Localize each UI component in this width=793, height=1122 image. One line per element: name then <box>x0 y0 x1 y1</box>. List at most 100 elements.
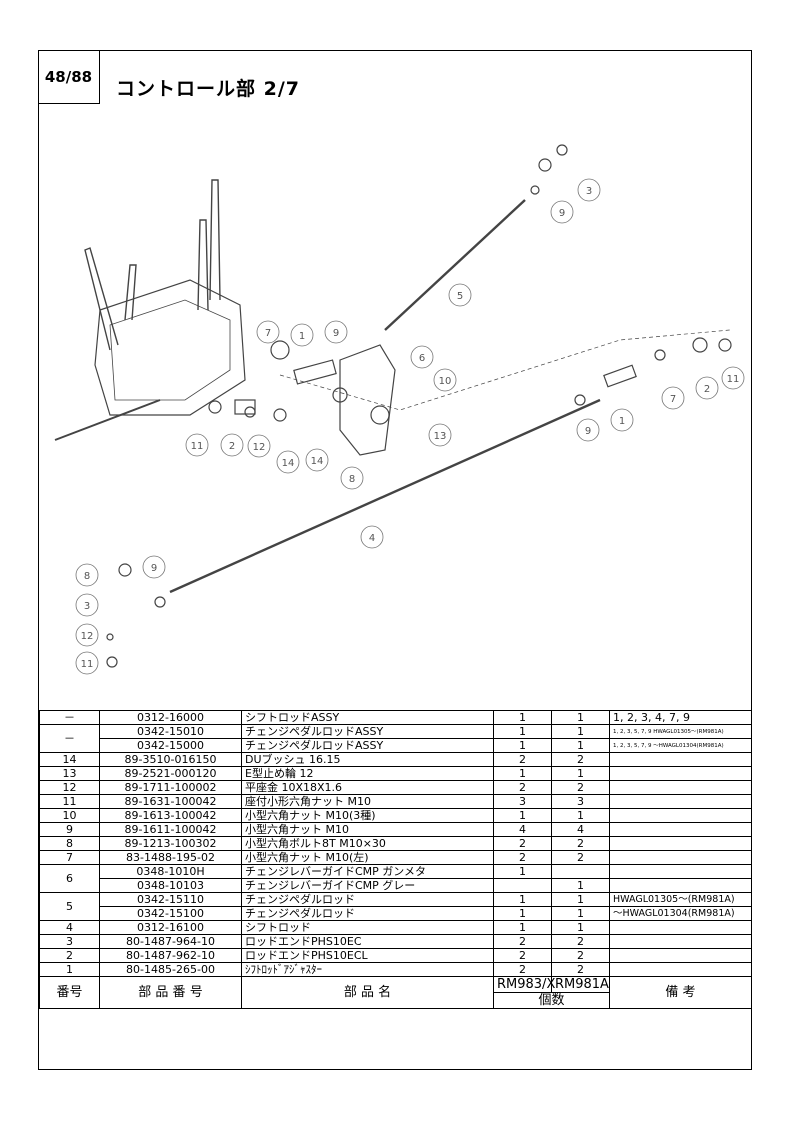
table-cell <box>609 962 752 977</box>
svg-text:4: 4 <box>369 533 375 544</box>
table-cell <box>609 948 752 963</box>
table-cell: 89-1631-100042 <box>99 794 242 809</box>
header-qty-col1: RM983/X <box>493 976 555 993</box>
table-cell: 1 <box>493 808 552 823</box>
table-cell: 0348-10103 <box>99 878 242 893</box>
table-cell: 1 <box>551 738 610 753</box>
header-qty-col2: RM981A <box>551 976 610 993</box>
table-cell: 1 <box>493 864 552 879</box>
table-cell <box>609 850 752 865</box>
callout-10: 10 <box>433 368 457 392</box>
table-cell: 80-1487-964-10 <box>99 934 242 949</box>
svg-text:12: 12 <box>81 631 94 642</box>
svg-text:3: 3 <box>586 186 592 197</box>
table-cell: 89-1611-100042 <box>99 822 242 837</box>
table-cell: 2 <box>551 948 610 963</box>
table-cell: 11 <box>39 794 100 809</box>
table-cell: 1 <box>551 724 610 739</box>
table-cell: 12 <box>39 780 100 795</box>
svg-text:8: 8 <box>349 474 355 485</box>
table-cell <box>609 836 752 851</box>
svg-text:9: 9 <box>559 208 565 219</box>
table-cell: 小型六角ナット M10 <box>241 822 494 837</box>
callout-9-c: 9 <box>576 418 600 442</box>
table-cell: 3 <box>39 934 100 949</box>
table-cell: 0342-15000 <box>99 738 242 753</box>
table-cell <box>609 780 752 795</box>
callout-12-b: 12 <box>75 623 99 647</box>
table-cell: 2 <box>551 752 610 767</box>
svg-text:11: 11 <box>727 374 740 385</box>
table-cell: 89-3510-016150 <box>99 752 242 767</box>
table-cell: 2 <box>551 836 610 851</box>
table-cell: 4 <box>551 822 610 837</box>
table-cell: ロッドエンドPHS10ECL <box>241 948 494 963</box>
table-cell: シフトロッドASSY <box>241 710 494 725</box>
table-cell <box>609 766 752 781</box>
callout-12-a: 12 <box>247 434 271 458</box>
callout-5: 5 <box>448 283 472 307</box>
table-cell: 平座金 10X18X1.6 <box>241 780 494 795</box>
table-cell: 6 <box>39 864 100 893</box>
table-cell: 3 <box>551 794 610 809</box>
callout-13: 13 <box>428 423 452 447</box>
svg-text:7: 7 <box>670 394 676 405</box>
table-cell: 小型六角ナット M10(3種) <box>241 808 494 823</box>
table-cell: 1 <box>551 892 610 907</box>
svg-text:9: 9 <box>585 426 591 437</box>
table-cell <box>551 864 610 879</box>
table-cell: 4 <box>39 920 100 935</box>
table-cell: 1, 2, 3, 5, 7, 9 ～HWAGL01304(RM981A) <box>609 738 752 753</box>
callout-11-c: 11 <box>75 651 99 675</box>
table-header-row-bottom: 個数 <box>40 992 752 1009</box>
callout-7-a: 7 <box>256 320 280 344</box>
table-cell: 80-1485-265-00 <box>99 962 242 977</box>
table-cell: 0348-1010H <box>99 864 242 879</box>
table-cell: 2 <box>493 850 552 865</box>
table-cell: 10 <box>39 808 100 823</box>
table-cell: 1 <box>551 878 610 893</box>
table-cell: 2 <box>493 948 552 963</box>
table-cell: シフトロッド <box>241 920 494 935</box>
table-cell: 小型六角ナット M10(左) <box>241 850 494 865</box>
callout-9-b: 9 <box>550 200 574 224</box>
svg-text:1: 1 <box>299 331 305 342</box>
table-cell: チェンジレバーガイドCMP ガンメタ <box>241 864 494 879</box>
table-cell: 1 <box>493 766 552 781</box>
table-cell: － <box>39 710 100 725</box>
table-cell: 1 <box>551 766 610 781</box>
svg-text:6: 6 <box>419 353 425 364</box>
table-cell <box>609 864 752 879</box>
lever-3 <box>84 247 119 351</box>
table-cell: 0342-15010 <box>99 724 242 739</box>
table-cell: 1 <box>493 892 552 907</box>
table-cell: 80-1487-962-10 <box>99 948 242 963</box>
table-cell <box>493 878 552 893</box>
svg-text:12: 12 <box>253 442 266 453</box>
table-cell: 1 <box>551 808 610 823</box>
callout-14-b: 14 <box>305 448 329 472</box>
table-cell: 2 <box>551 962 610 977</box>
svg-text:14: 14 <box>311 456 324 467</box>
table-cell: 2 <box>551 780 610 795</box>
table-cell: 1 <box>39 962 100 977</box>
table-cell: ～HWAGL01304(RM981A) <box>609 906 752 921</box>
table-cell: 2 <box>493 780 552 795</box>
svg-text:13: 13 <box>434 431 447 442</box>
table-cell: ｼﾌﾄﾛｯﾄﾞｱｼﾞｬｽﾀｰ <box>241 962 494 977</box>
svg-text:8: 8 <box>84 571 90 582</box>
svg-text:1: 1 <box>619 416 625 427</box>
callout-1-b: 1 <box>610 408 634 432</box>
header-qty-label: 個数 <box>493 992 610 1009</box>
table-cell: － <box>39 724 100 753</box>
